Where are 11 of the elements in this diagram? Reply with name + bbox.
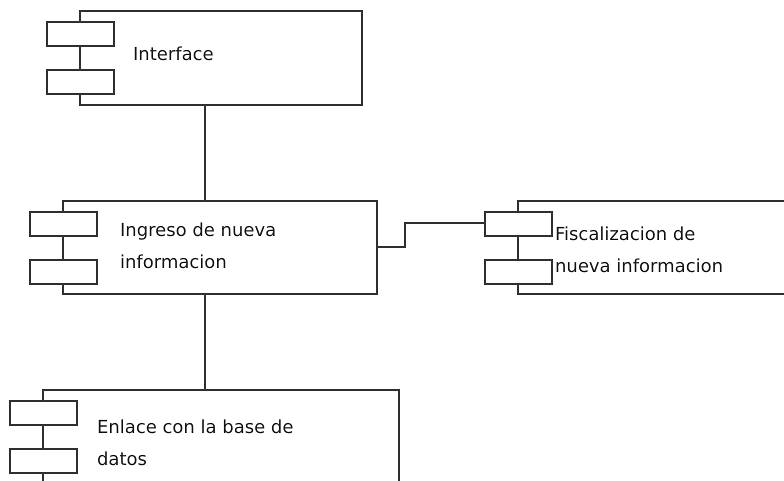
connector-line	[378, 222, 484, 248]
component-box	[484, 200, 784, 295]
connector-line	[204, 106, 206, 200]
component-label: Ingreso de nueva informacion	[120, 219, 278, 275]
component-box	[29, 200, 378, 295]
component-box	[46, 10, 363, 106]
connector-line	[204, 295, 206, 389]
component-label: Fiscalizacion de nueva informacion	[555, 223, 724, 279]
component-label: Enlace con la base de datos	[97, 416, 294, 472]
component-box	[9, 389, 400, 481]
component-label: Interface	[133, 43, 215, 67]
